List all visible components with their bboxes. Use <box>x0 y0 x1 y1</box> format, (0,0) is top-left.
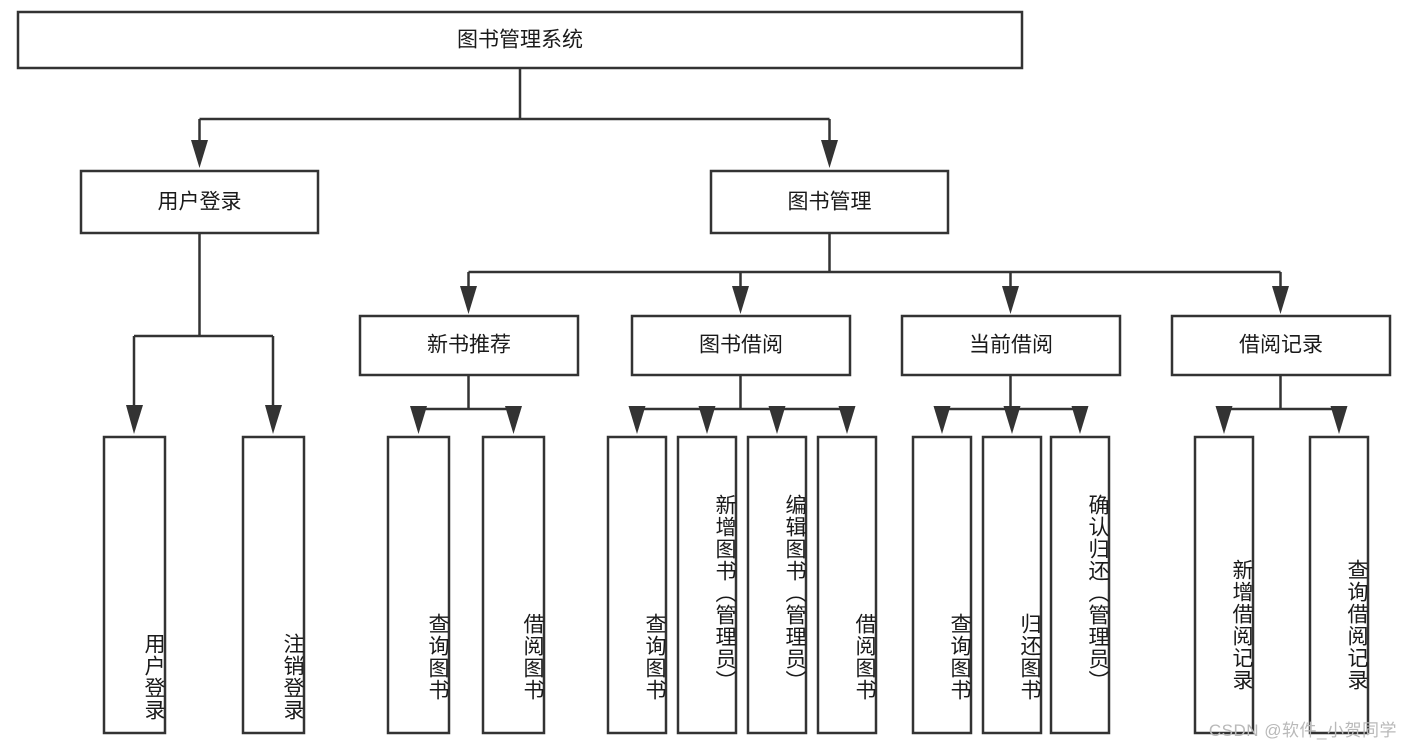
connector-group-root <box>191 68 838 168</box>
node-borrow-record-label: 借阅记录 <box>1239 334 1323 357</box>
connector-group-user-login <box>126 233 282 434</box>
node-borrow-record[interactable]: 借阅记录 <box>1170 314 1392 377</box>
node-book-borrow-box[interactable] <box>630 314 852 377</box>
node-new-book-rec[interactable]: 新书推荐 <box>358 314 580 377</box>
connector-group-borrow-record <box>1215 375 1348 434</box>
arrowhead-leaf-confirm-return <box>1071 406 1089 434</box>
node-leaf-query-book-3-box[interactable] <box>911 435 973 735</box>
node-root-label: 图书管理系统 <box>457 29 583 52</box>
arrowhead-leaf-query-book-3 <box>933 406 951 434</box>
node-book-borrow[interactable]: 图书借阅 <box>630 314 852 377</box>
arrowhead-leaf-add-record <box>1215 406 1233 434</box>
node-book-manage[interactable]: 图书管理 <box>709 169 950 235</box>
node-leaf-confirm-return-box[interactable] <box>1049 435 1111 735</box>
node-leaf-add-record-box[interactable] <box>1193 435 1255 735</box>
node-leaf-add-book-box[interactable] <box>676 435 738 735</box>
node-leaf-query-book-1-box[interactable] <box>386 435 451 735</box>
node-user-login-box[interactable] <box>79 169 320 235</box>
arrowhead-book-borrow <box>732 286 749 314</box>
connector-group-new-book-rec <box>410 375 522 434</box>
node-book-manage-label: 图书管理 <box>788 191 872 214</box>
node-book-manage-box[interactable] <box>709 169 950 235</box>
arrowhead-book-manage <box>821 140 838 168</box>
arrowhead-user-login <box>191 140 208 168</box>
node-leaf-borrow-book-2-box[interactable] <box>816 435 878 735</box>
connector-group-book-manage <box>460 233 1289 314</box>
node-new-book-rec-box[interactable] <box>358 314 580 377</box>
node-user-login[interactable]: 用户登录 <box>79 169 320 235</box>
node-current-borrow-label: 当前借阅 <box>969 334 1053 357</box>
arrowhead-leaf-query-book-2 <box>628 406 646 434</box>
node-root-box[interactable] <box>16 10 1024 70</box>
node-current-borrow[interactable]: 当前借阅 <box>900 314 1122 377</box>
node-user-login-label: 用户登录 <box>158 191 242 214</box>
node-borrow-record-box[interactable] <box>1170 314 1392 377</box>
arrowhead-leaf-logout <box>265 405 282 434</box>
arrowhead-leaf-query-book-1 <box>410 406 427 434</box>
arrowhead-leaf-borrow-book-1 <box>505 406 522 434</box>
arrowhead-leaf-query-record <box>1330 406 1348 434</box>
arrowhead-leaf-edit-book <box>768 406 786 434</box>
arrowhead-leaf-borrow-book-2 <box>838 406 856 434</box>
arrowhead-leaf-user-login <box>126 405 143 434</box>
node-leaf-query-record-box[interactable] <box>1308 435 1370 735</box>
arrowhead-borrow-record <box>1272 286 1289 314</box>
node-leaf-user-login-box[interactable] <box>102 435 167 735</box>
arrowhead-leaf-add-book <box>698 406 716 434</box>
connector-group-current-borrow <box>933 375 1089 434</box>
node-leaf-edit-book-box[interactable] <box>746 435 808 735</box>
arrowhead-current-borrow <box>1002 286 1019 314</box>
node-current-borrow-box[interactable] <box>900 314 1122 377</box>
node-leaf-return-book-box[interactable] <box>981 435 1043 735</box>
node-new-book-rec-label: 新书推荐 <box>427 334 511 357</box>
node-leaf-query-book-2-box[interactable] <box>606 435 668 735</box>
node-leaf-logout-box[interactable] <box>241 435 306 735</box>
arrowhead-leaf-return-book <box>1003 406 1021 434</box>
csdn-watermark: CSDN @软件_小贺同学 <box>1208 721 1397 740</box>
node-leaf-borrow-book-1-box[interactable] <box>481 435 546 735</box>
arrowhead-new-book-rec <box>460 286 477 314</box>
connector-group-book-borrow <box>628 375 856 434</box>
node-book-borrow-label: 图书借阅 <box>699 334 783 357</box>
node-root[interactable]: 图书管理系统 <box>16 10 1024 70</box>
